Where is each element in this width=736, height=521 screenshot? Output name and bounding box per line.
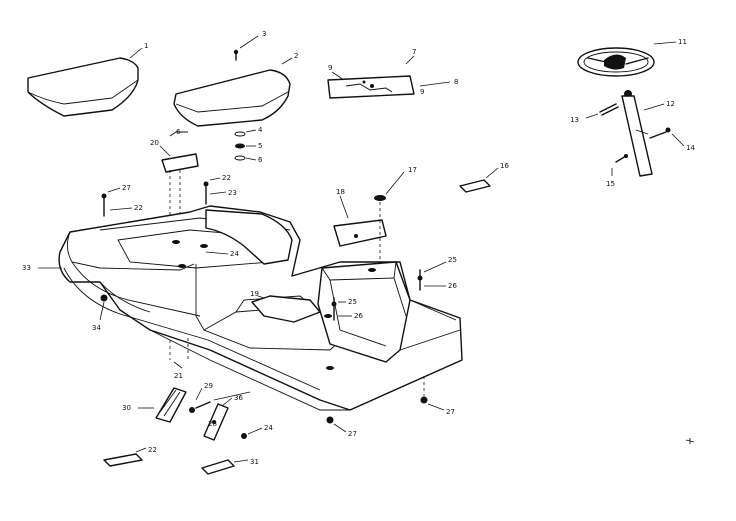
callout-24b: 24 (264, 424, 273, 432)
hardware-stack (234, 131, 246, 161)
callout-17: 17 (408, 166, 417, 174)
callout-28: 28 (208, 420, 217, 428)
callout-36: 36 (234, 394, 243, 402)
callout-14: 14 (686, 144, 695, 152)
callout-22a: 22 (134, 204, 143, 212)
callout-4: 4 (258, 126, 263, 134)
callout-25b: 25 (348, 298, 357, 306)
callout-20: 20 (150, 139, 159, 147)
grommet-part-34 (100, 294, 108, 302)
callout-15: 15 (606, 180, 615, 188)
pedal-bracket-part (203, 403, 229, 441)
callout-31: 31 (250, 458, 259, 466)
callout-22b: 22 (222, 174, 231, 182)
steering-wheel-part (577, 47, 655, 77)
callout-24: 24 (230, 250, 239, 258)
pad-part-32 (103, 453, 143, 467)
roll-pin-part (599, 103, 619, 116)
bolt-part-23 (203, 181, 209, 205)
callout-26b: 26 (354, 312, 363, 320)
seat-pan-part (173, 69, 291, 127)
callout-6: 6 (258, 156, 263, 164)
callout-16: 16 (500, 162, 509, 170)
callout-18: 18 (336, 188, 345, 196)
pin-part-15 (615, 154, 628, 163)
bolt-part-27-left (101, 193, 107, 217)
washer-part-24 (241, 433, 247, 439)
pad-part-31 (201, 459, 235, 475)
callout-5: 5 (258, 142, 262, 150)
pedal-pad-part (155, 387, 187, 423)
callout-2: 2 (294, 52, 298, 60)
bolt-part-25-center (331, 297, 337, 321)
callout-27b: 27 (446, 408, 455, 416)
callout-33: 33 (22, 264, 31, 272)
bracket-plate-part (161, 131, 199, 173)
callout-26a: 26 (448, 282, 457, 290)
screw-part-3 (233, 49, 239, 61)
callout-27c: 27 (348, 430, 357, 438)
decal-plate-part (327, 75, 415, 99)
callout-8: 8 (454, 78, 458, 86)
nut-part-27-bottom-right (420, 396, 428, 404)
cover-plate-part-18 (333, 219, 387, 247)
callout-9: 9 (328, 64, 332, 72)
seat-cushion-part (27, 57, 139, 117)
callout-3: 3 (262, 30, 266, 38)
callout-23: 23 (228, 189, 237, 197)
callout-9b: 9 (420, 88, 424, 96)
nut-part-27-bottom-center (326, 416, 334, 424)
callout-19: 19 (250, 290, 259, 298)
callout-7: 7 (412, 48, 416, 56)
callout-12: 12 (666, 100, 675, 108)
floor-mat-part (251, 295, 321, 323)
steering-shaft-part (621, 90, 653, 177)
callout-11: 11 (678, 38, 687, 46)
bolt-part-25-right (417, 269, 423, 291)
callout-29: 29 (204, 382, 213, 390)
callout-27a: 27 (122, 184, 131, 192)
callout-30: 30 (122, 404, 131, 412)
callout-25a: 25 (448, 256, 457, 264)
callout-1: 1 (144, 42, 148, 50)
spring-part-29 (189, 401, 211, 413)
pad-part-16 (459, 179, 491, 193)
bolt-part-14 (649, 127, 671, 139)
callout-21: 21 (174, 372, 183, 380)
callout-6b: 6 (176, 128, 181, 136)
grommet-part-17 (374, 195, 386, 201)
callout-32: 22 (148, 446, 157, 454)
callout-13: 13 (570, 116, 579, 124)
callout-34: 34 (92, 324, 101, 332)
